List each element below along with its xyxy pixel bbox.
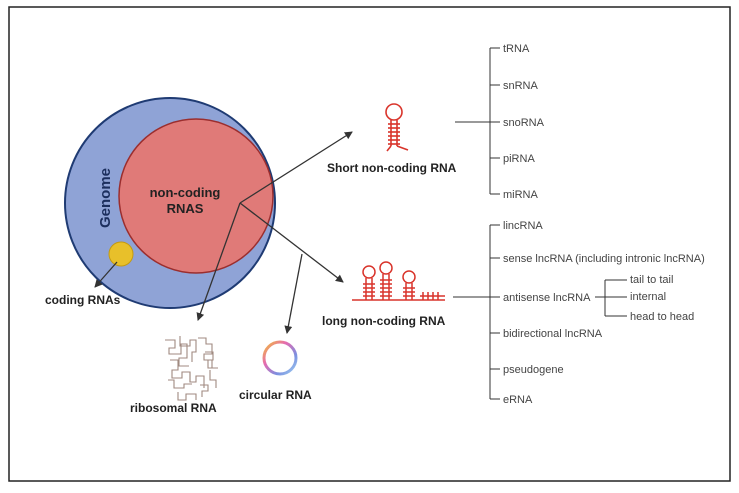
antisense-sub-head: head to head: [630, 311, 694, 323]
long-item-sense: sense lncRNA (including intronic lncRNA): [503, 253, 705, 265]
coding-arrow: [94, 261, 118, 288]
antisense-sub-tail: tail to tail: [630, 274, 673, 286]
short-ncrna-bracket: [455, 47, 500, 195]
short-ncrna-label: Short non-coding RNA: [327, 161, 457, 175]
short-item-mirna: miRNA: [503, 189, 538, 201]
arrow-to-ribosomal: [196, 202, 241, 321]
figure-border: [8, 6, 731, 482]
ribosomal-rna-structure-icon: [165, 336, 218, 401]
antisense-subbracket: [595, 279, 627, 317]
short-item-snrna: snRNA: [503, 80, 539, 92]
long-item-bidirectional: bidirectional lncRNA: [503, 328, 603, 340]
genome-label: Genome: [97, 168, 114, 228]
long-item-antisense: antisense lncRNA: [503, 292, 591, 304]
short-item-snorna: snoRNA: [503, 117, 545, 129]
circular-rna-icon: [262, 340, 298, 376]
short-item-trna: tRNA: [503, 43, 530, 55]
circular-label: circular RNA: [239, 388, 312, 402]
noncoding-label-line2: RNAS: [167, 201, 204, 216]
long-ncrna-bracket: [453, 224, 500, 400]
long-item-lincrna: lincRNA: [503, 220, 543, 232]
long-item-erna: eRNA: [503, 394, 533, 406]
long-ncrna-label: long non-coding RNA: [322, 314, 446, 328]
noncoding-label-line1: non-coding: [150, 185, 221, 200]
ribosomal-label: ribosomal RNA: [130, 401, 217, 415]
antisense-sub-internal: internal: [630, 291, 666, 303]
arrow-to-short-ncrna: [239, 131, 353, 204]
long-item-pseudogene: pseudogene: [503, 364, 564, 376]
coding-label: coding RNAs: [45, 293, 121, 307]
arrow-to-long-ncrna: [239, 202, 344, 283]
lncrna-structure-icon: [352, 261, 445, 301]
noncoding-circle: [118, 118, 274, 274]
short-item-pirna: piRNA: [503, 153, 535, 165]
coding-rna-dot: [108, 241, 134, 267]
hairpin-rna-icon: [385, 103, 409, 152]
arrow-to-circular: [284, 253, 303, 334]
